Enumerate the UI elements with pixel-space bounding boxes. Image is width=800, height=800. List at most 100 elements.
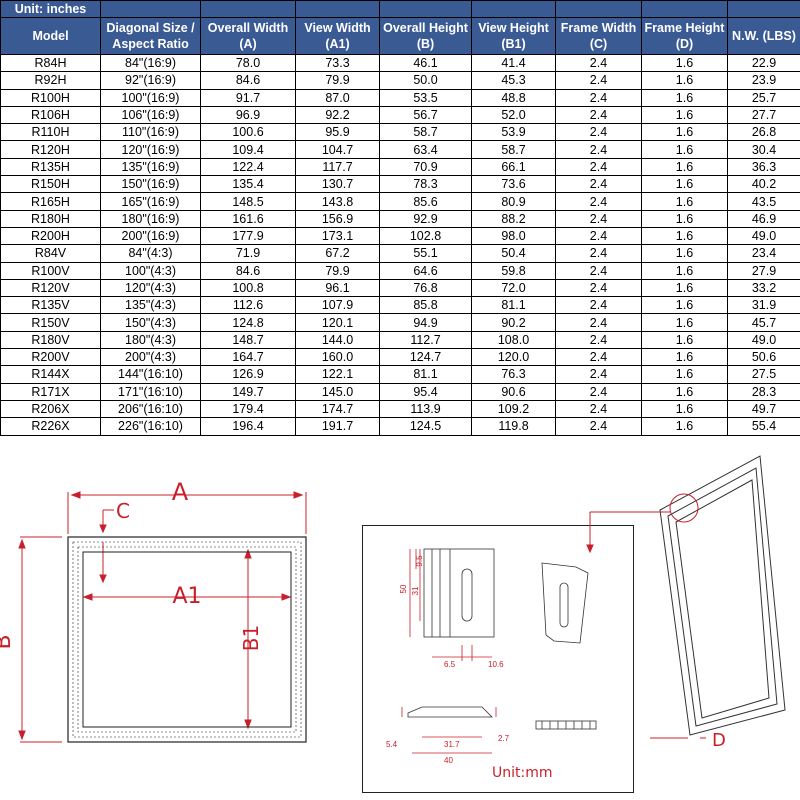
- table-cell: R120H: [0, 140, 101, 159]
- column-header: Overall Height (B): [379, 17, 472, 55]
- table-cell: R110H: [0, 123, 101, 142]
- dim-31: 31: [411, 586, 420, 595]
- table-cell: 1.6: [641, 88, 728, 107]
- table-cell: 45.7: [727, 313, 800, 332]
- table-cell: 76.8: [379, 278, 472, 298]
- table-cell: 76.3: [471, 365, 556, 384]
- table-cell: 1.6: [641, 192, 728, 211]
- table-cell: 143.8: [295, 192, 380, 211]
- column-header: Overall Width(A): [200, 17, 296, 55]
- frame-perspective-drawing: D: [586, 455, 786, 751]
- table-cell: 85.8: [379, 296, 472, 315]
- table-cell: 95.4: [379, 382, 472, 401]
- table-cell: 200"(16:9): [100, 226, 201, 246]
- table-cell: 49.7: [727, 399, 800, 419]
- label-a1: A1: [172, 584, 201, 609]
- table-cell: 71.9: [200, 244, 296, 263]
- table-cell: 179.4: [200, 399, 296, 419]
- column-header-line2: (B): [416, 37, 435, 51]
- table-cell: 84"(16:9): [100, 53, 201, 73]
- table-cell: 2.4: [555, 53, 642, 73]
- table-cell: 2.4: [555, 105, 642, 125]
- table-cell: 72.0: [471, 278, 556, 298]
- table-cell: 124.7: [379, 348, 472, 367]
- table-cell: 1.6: [641, 175, 728, 194]
- column-header-line1: Diagonal Size /: [106, 21, 195, 35]
- table-cell: 22.9: [727, 53, 800, 73]
- table-cell: R171X: [0, 382, 101, 401]
- column-header-line1: Model: [32, 29, 69, 43]
- column-header-line2: (A1): [325, 37, 350, 51]
- table-cell: 98.0: [471, 226, 556, 246]
- table-cell: R226X: [0, 417, 101, 436]
- table-cell: 78.0: [200, 53, 296, 73]
- column-header-line1: Overall Width: [207, 21, 289, 35]
- column-header: View Height(B1): [471, 17, 556, 55]
- table-cell: 130.7: [295, 175, 380, 194]
- table-cell: 2.4: [555, 348, 642, 367]
- table-cell: 55.1: [379, 244, 472, 263]
- table-cell: 66.1: [471, 157, 556, 177]
- table-cell: 64.6: [379, 261, 472, 280]
- table-cell: R135H: [0, 157, 101, 177]
- dim-31-7: 31.7: [444, 740, 460, 749]
- table-cell: 46.1: [379, 53, 472, 73]
- table-cell: 58.7: [379, 123, 472, 142]
- table-cell: 52.0: [471, 105, 556, 125]
- table-cell: 148.7: [200, 330, 296, 350]
- table-cell: 122.4: [200, 157, 296, 177]
- table-cell: 1.6: [641, 140, 728, 159]
- table-cell: 1.6: [641, 313, 728, 332]
- column-header: Diagonal Size /Aspect Ratio: [100, 17, 201, 55]
- table-cell: 108.0: [471, 330, 556, 350]
- label-a: A: [172, 478, 189, 506]
- table-cell: 150"(16:9): [100, 175, 201, 194]
- table-cell: 120.1: [295, 313, 380, 332]
- table-cell: 2.4: [555, 140, 642, 159]
- table-cell: 191.7: [295, 417, 380, 436]
- table-cell: 2.4: [555, 88, 642, 107]
- table-cell: 2.4: [555, 399, 642, 419]
- table-cell: 107.9: [295, 296, 380, 315]
- table-cell: 95.9: [295, 123, 380, 142]
- table-cell: 120"(4:3): [100, 278, 201, 298]
- table-cell: 70.9: [379, 157, 472, 177]
- table-cell: 1.6: [641, 226, 728, 246]
- table-cell: 2.4: [555, 313, 642, 332]
- table-cell: 2.4: [555, 192, 642, 211]
- table-cell: 1.6: [641, 261, 728, 280]
- frame-front-drawing: A A1 C B B1: [0, 478, 307, 743]
- table-cell: 173.1: [295, 226, 380, 246]
- table-cell: 156.9: [295, 209, 380, 228]
- table-cell: 2.4: [555, 296, 642, 315]
- dim-9-5: 9.5: [415, 555, 424, 567]
- column-header: Frame Height(D): [641, 17, 728, 55]
- table-cell: 73.6: [471, 175, 556, 194]
- table-cell: 1.6: [641, 71, 728, 90]
- column-header-line1: Overall Height: [383, 21, 468, 35]
- table-cell: 1.6: [641, 53, 728, 73]
- table-cell: 100.6: [200, 123, 296, 142]
- column-header: Model: [0, 17, 101, 55]
- table-cell: 100.8: [200, 278, 296, 298]
- table-cell: 55.4: [727, 417, 800, 436]
- table-cell: 149.7: [200, 382, 296, 401]
- table-cell: 100"(16:9): [100, 88, 201, 107]
- table-cell: 177.9: [200, 226, 296, 246]
- column-header-line1: Frame Height: [644, 21, 725, 35]
- table-cell: 113.9: [379, 399, 472, 419]
- column-header: View Width(A1): [295, 17, 380, 55]
- table-cell: 122.1: [295, 365, 380, 384]
- table-cell: 36.3: [727, 157, 800, 177]
- dim-40: 40: [444, 756, 453, 765]
- table-cell: 48.8: [471, 88, 556, 107]
